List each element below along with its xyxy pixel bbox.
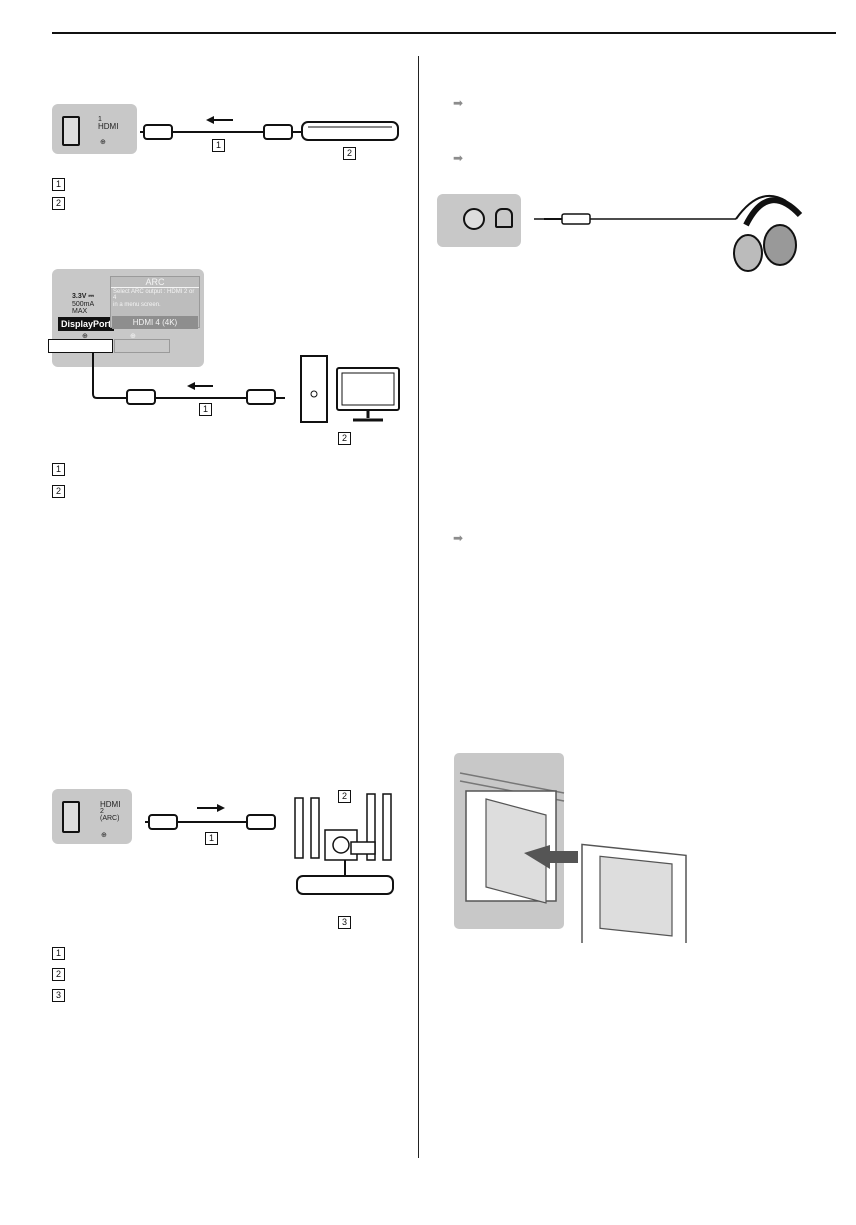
hdmi-arc-port-label: HDMI 2 (ARC) (100, 800, 121, 823)
dp-max: MAX (72, 308, 88, 315)
hdmi-arc-port-panel: HDMI 2 (ARC) ⊕ (52, 789, 132, 844)
legend-item: 3 (52, 985, 65, 1002)
hdmi-port-panel: 1 HDMI ⊕ (52, 104, 137, 154)
callout-1: 1 (199, 403, 212, 416)
legend-item: 1 (52, 943, 65, 960)
callout-1: 1 (212, 139, 225, 152)
displayport-panel: 3.3V ⎓ 500mA MAX DisplayPort ⊕ ARC Selec… (48, 269, 204, 367)
hdmi-port-label: 1 HDMI (98, 116, 119, 131)
callout-3: 3 (338, 916, 351, 929)
displayport-socket (48, 339, 113, 353)
legend-item: 2 (52, 481, 65, 498)
input-icon: ⊕ (82, 333, 88, 340)
hdmi-socket (62, 116, 80, 146)
ci-module-diagram (459, 772, 687, 943)
hdmi-arc-cable-diagram (145, 793, 394, 895)
displayport-cable-diagram (92, 352, 400, 423)
headphone-port-panel (437, 194, 521, 247)
headphone-jack (463, 208, 485, 230)
arrow-bullet-icon: ➡ (453, 151, 464, 165)
hdmi-socket (62, 801, 80, 833)
input-icon: ⊕ (100, 139, 106, 146)
top-rule (52, 32, 836, 34)
arrow-bullet-icon: ➡ (453, 531, 464, 545)
column-divider (418, 56, 419, 1158)
callout-2: 2 (343, 147, 356, 160)
legend-item: 2 (52, 964, 65, 981)
input-icon: ⊕ (101, 832, 107, 839)
callout-1: 1 (205, 832, 218, 845)
dp-current: 500mA (72, 301, 95, 308)
arrow-bullet-icon: ➡ (453, 96, 464, 110)
legend-item: 1 (52, 459, 65, 476)
headphone-icon (495, 208, 513, 228)
displayport-label: DisplayPort (58, 317, 115, 331)
callout-2: 2 (338, 790, 351, 803)
legend-item: 1 (52, 174, 65, 191)
callout-2: 2 (338, 432, 351, 445)
dp-voltage: 3.3V ⎓ (72, 293, 94, 300)
hdmi-cable-diagram (140, 116, 399, 141)
input-icon: ⊕ (130, 333, 136, 340)
legend-item: 2 (52, 193, 65, 210)
hdmi4-label: HDMI 4 (4K) (112, 316, 198, 329)
hdmi4-socket (114, 339, 170, 353)
headphone-diagram (534, 194, 803, 272)
